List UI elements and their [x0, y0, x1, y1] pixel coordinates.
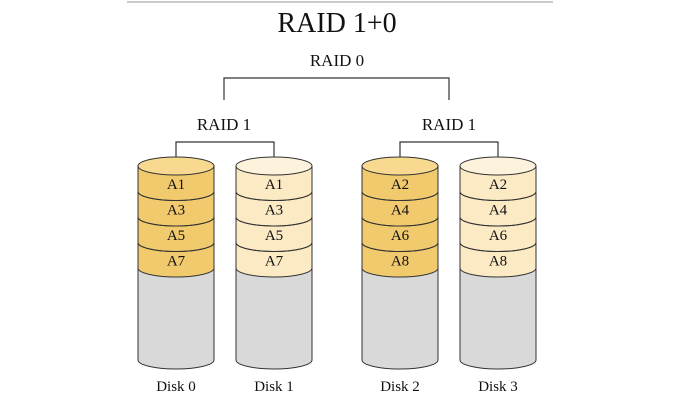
block-label: A5: [167, 228, 185, 244]
raid1-label-left: RAID 1: [197, 115, 251, 134]
block-label: A8: [391, 253, 409, 269]
block-separator: [235, 191, 313, 201]
block-separator: [137, 242, 215, 252]
block-label: A4: [489, 202, 508, 218]
block-label: A8: [489, 253, 507, 269]
block-label: A6: [391, 228, 410, 244]
disk-block: [459, 242, 537, 278]
block-separator: [361, 191, 439, 201]
diagram-title: RAID 1+0: [277, 8, 396, 39]
block-separator: [459, 242, 537, 252]
block-label: A1: [167, 177, 185, 193]
block-label: A3: [265, 202, 283, 218]
block-label: A7: [167, 253, 186, 269]
disk-block: [361, 242, 439, 278]
disk-empty-space: [137, 267, 215, 370]
block-label: A1: [265, 177, 283, 193]
disk-top-cap: [137, 156, 215, 176]
block-separator: [361, 242, 439, 252]
block-label: A7: [265, 253, 284, 269]
disk-block: [137, 242, 215, 278]
disk-top-cap: [235, 156, 313, 176]
block-label: A4: [391, 202, 410, 218]
block-separator: [459, 216, 537, 227]
disk-label: Disk 0: [156, 379, 196, 395]
raid1-label-right: RAID 1: [422, 115, 476, 134]
block-separator: [235, 216, 313, 227]
block-label: A2: [391, 177, 409, 193]
disk-top-cap: [361, 156, 439, 176]
raid0-label: RAID 0: [310, 51, 364, 70]
raid0-connector: [223, 77, 450, 100]
raid1-connector-right: [399, 141, 499, 166]
disk-top-cap: [459, 156, 537, 176]
disk-label: Disk 2: [380, 379, 420, 395]
block-separator: [361, 216, 439, 227]
block-label: A3: [167, 202, 185, 218]
block-label: A2: [489, 177, 507, 193]
disk-label: Disk 1: [254, 379, 294, 395]
disk-empty-space: [235, 267, 313, 370]
raid1-connector-left: [175, 141, 275, 166]
block-label: A6: [489, 228, 508, 244]
disk-empty-space: [459, 267, 537, 370]
disk-label: Disk 3: [478, 379, 518, 395]
disk-block: [235, 242, 313, 278]
block-label: A5: [265, 228, 283, 244]
block-separator: [137, 216, 215, 227]
block-separator: [137, 191, 215, 201]
disk-empty-space: [361, 267, 439, 370]
block-separator: [459, 191, 537, 201]
block-separator: [235, 242, 313, 252]
